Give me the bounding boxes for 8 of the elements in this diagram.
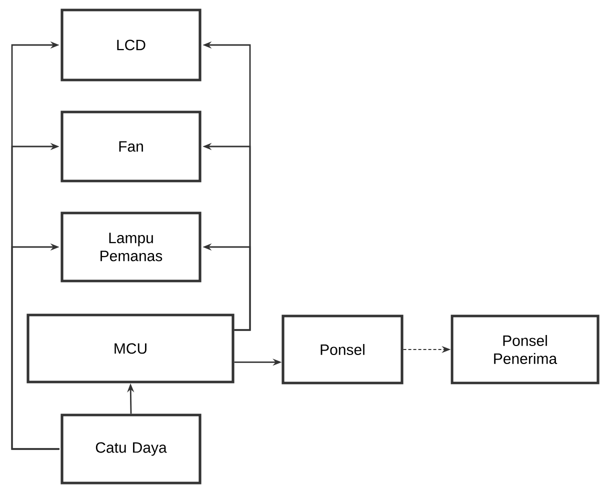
block-box: MCU <box>26 314 234 384</box>
block-box: Lampu Pemanas <box>60 212 202 282</box>
block-box: Catu Daya <box>60 414 202 484</box>
arrow <box>11 243 60 450</box>
block-box: Ponsel Penerima <box>450 314 600 384</box>
block-box: LCD <box>60 8 202 82</box>
block-box: Ponsel <box>282 314 404 384</box>
block-box: Fan <box>60 110 202 182</box>
